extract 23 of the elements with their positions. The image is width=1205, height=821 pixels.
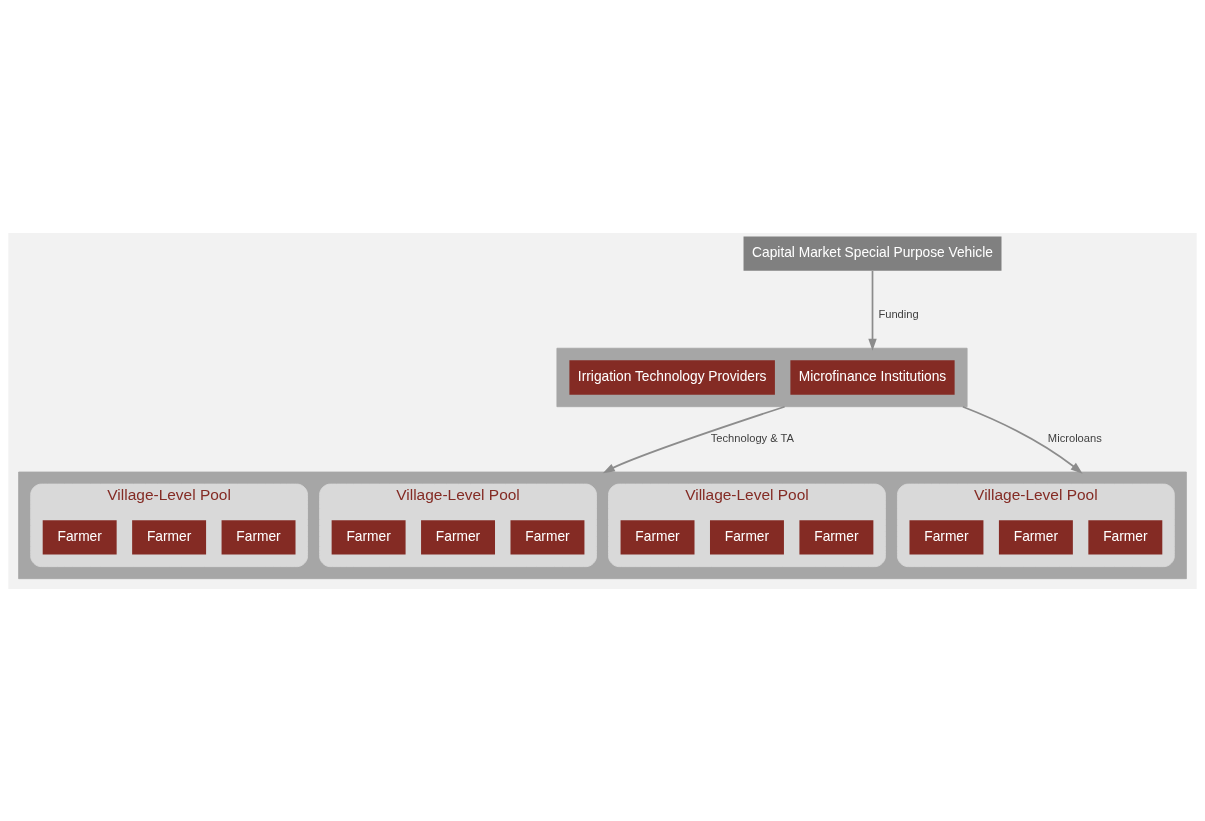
- node-box: Farmer: [1088, 519, 1163, 555]
- arrow: [961, 405, 1083, 474]
- edge-label: Funding: [878, 307, 919, 320]
- node-box: Farmer: [710, 519, 784, 555]
- node-box: Irrigation Technology Providers: [569, 359, 775, 395]
- node-box: Farmer: [998, 519, 1073, 555]
- node-box: Microfinance Institutions: [790, 359, 955, 395]
- cluster: [556, 347, 968, 407]
- node-box: Farmer: [42, 519, 117, 555]
- node-box: Farmer: [331, 519, 406, 555]
- node-box: Capital Market Special Purpose Vehicle: [743, 235, 1002, 271]
- node-box: Farmer: [620, 519, 695, 555]
- cluster: [18, 471, 1187, 579]
- node-box: Farmer: [132, 519, 207, 555]
- edge-label: Technology & TA: [710, 431, 795, 444]
- arrow: [602, 405, 786, 473]
- node-box: Farmer: [510, 519, 585, 555]
- edge-label: Microloans: [1047, 431, 1102, 444]
- node-box: Farmer: [221, 519, 296, 555]
- node-box: Farmer: [421, 519, 495, 555]
- arrow: [868, 269, 877, 351]
- node-box: Farmer: [909, 519, 984, 555]
- node-box: Farmer: [799, 519, 874, 555]
